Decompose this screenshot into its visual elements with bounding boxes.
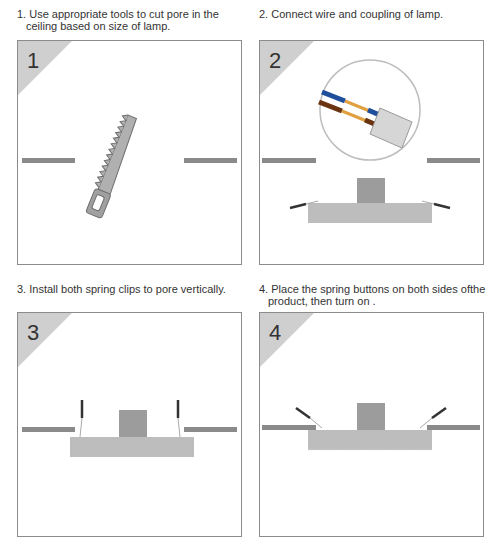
step-caption: 4. Place the spring buttons on both side… [259,283,492,307]
step-caption: 3. Install both spring clips to pore ver… [17,283,250,295]
corner-triangle [260,41,316,97]
panel-frame: 3 [17,312,242,537]
lamp-body [290,178,450,223]
step-number: 3 [27,321,39,345]
step-caption: 2. Connect wire and coupling of lamp. [259,8,492,20]
saw-icon [84,113,141,218]
panel-frame: 1 [17,40,242,265]
ceiling-cut [22,158,237,163]
step-panel: 3. Install both spring clips to pore ver… [17,283,250,295]
wire-detail [319,60,420,160]
step-panel: 2. Connect wire and coupling of lamp.2 [259,8,492,20]
panel-frame: 2 [259,40,484,265]
corner-triangle [260,313,316,369]
corner-triangle [18,313,74,369]
step-number: 2 [269,49,281,73]
lamp-body [70,400,194,457]
step-number: 4 [269,321,281,345]
step-caption: 1. Use appropriate tools to cut pore in … [17,8,250,32]
panel-frame: 4 [259,312,484,537]
step-number: 1 [27,49,39,73]
lamp-body [296,403,446,450]
step-panel: 1. Use appropriate tools to cut pore in … [17,8,250,32]
step-panel: 4. Place the spring buttons on both side… [259,283,492,307]
corner-triangle [18,41,74,97]
